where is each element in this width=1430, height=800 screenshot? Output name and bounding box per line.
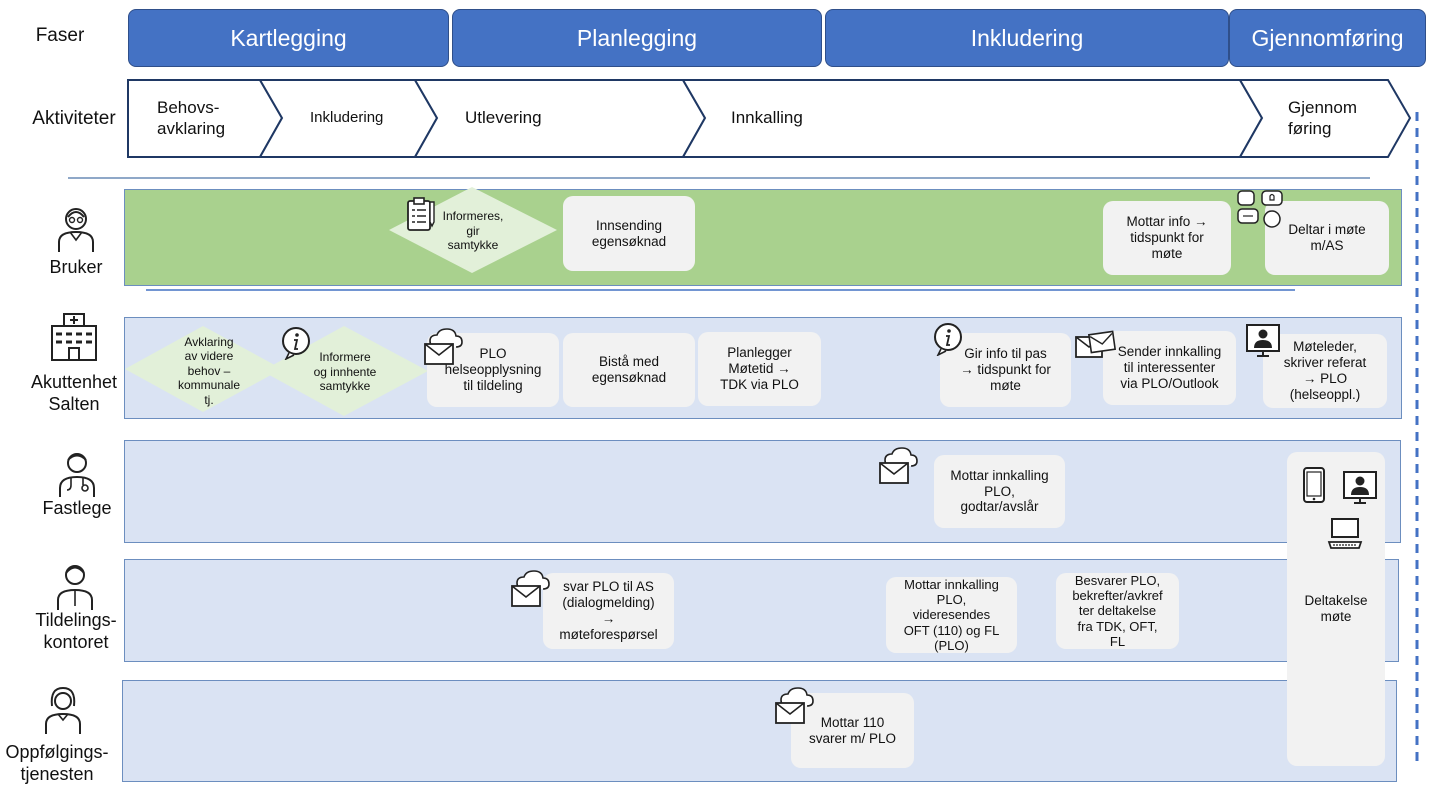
person-icon: [58, 208, 94, 252]
akutt-diamond-1-text: Avklaring av videre behov – kommunale tj…: [177, 335, 241, 407]
info-icon: [934, 323, 962, 356]
activity-utlevering: Utlevering: [465, 108, 542, 128]
nurse-icon: [45, 686, 81, 734]
phase-inkludering: Inkludering: [825, 9, 1229, 67]
bruker-box-deltar-mote: Deltar i møte m/AS: [1265, 201, 1389, 275]
bruker-box-innsending: Innsending egensøknad: [563, 196, 695, 271]
phase-kartlegging: Kartlegging: [128, 9, 449, 67]
activity-gjennomforing: Gjennom føring: [1288, 97, 1357, 138]
mail-cloud-icon: [424, 328, 463, 365]
office-worker-icon: [57, 565, 93, 610]
activities-row-label: Aktiviteter: [32, 108, 116, 129]
lane-label-bruker: Bruker: [49, 257, 103, 277]
phase-planlegging: Planlegging: [452, 9, 822, 67]
lane-fastlege: [124, 440, 1401, 543]
phases-row-label: Faser: [35, 25, 85, 46]
bruker-diamond-text: Informeres, gir samtykke: [442, 209, 504, 253]
tildeling-box-mottar: Mottar innkalling PLO, videresendes OFT …: [886, 577, 1017, 653]
ideas-icon: [1237, 190, 1283, 228]
lane-label-akuttenhet: Akuttenhet Salten: [30, 372, 118, 414]
akutt-box-sender: Sender innkalling til interessenter via …: [1103, 331, 1236, 405]
chevron-gjennomforing: [1238, 79, 1412, 158]
lane-label-oppfolging: Oppfølgings- tjenesten: [5, 742, 109, 784]
bruker-box-mottar-info: Mottar info → tidspunkt for møte: [1103, 201, 1231, 275]
tablet-icon: [1303, 467, 1325, 503]
mail-cloud-icon: [775, 687, 814, 724]
activity-behovsavklaring: Behovs- avklaring: [157, 97, 226, 138]
lane-label-fastlege: Fastlege: [42, 498, 112, 518]
akutt-diamond-2-text: Informere og innhente samtykke: [313, 350, 377, 394]
info-icon: [282, 327, 310, 360]
computer-user-icon: [1343, 471, 1377, 504]
tildeling-box-svar: svar PLO til AS (dialogmelding) → møtefo…: [543, 573, 674, 649]
diamond-akutt-1: [125, 326, 282, 412]
meeting-column: Deltakelse møte: [1287, 452, 1385, 766]
computer-user-icon: [1246, 324, 1280, 357]
akutt-box-planlegger: Planlegger Møtetid → TDK via PLO: [698, 332, 821, 406]
akutt-box-gir-info: Gir info til pas → tidspunkt for møte: [940, 333, 1071, 407]
hospital-icon: [51, 313, 97, 361]
akutt-box-bista: Bistå med egensøknad: [563, 333, 695, 407]
laptop-icon: [1327, 518, 1363, 549]
mail-icon: [1075, 330, 1116, 358]
activity-inkludering: Inkludering: [310, 108, 384, 126]
lane-tildeling: [124, 559, 1399, 662]
akutt-box-moteleder: Møteleder, skriver referat → PLO (helseo…: [1263, 334, 1387, 408]
tildeling-box-besvarer: Besvarer PLO, bekrefter/avkref ter delta…: [1056, 573, 1179, 649]
clipboard-icon: [407, 197, 435, 231]
mail-cloud-icon: [511, 570, 550, 607]
doctor-icon: [59, 453, 95, 497]
meeting-label: Deltakelse møte: [1304, 593, 1368, 624]
mail-cloud-icon: [879, 447, 918, 484]
lane-label-tildeling: Tildelings- kontoret: [35, 610, 117, 652]
fastlege-box-mottar: Mottar innkalling PLO, godtar/avslår: [934, 455, 1065, 528]
activity-innkalling: Innkalling: [731, 108, 803, 128]
lane-oppfolging: [122, 680, 1397, 782]
phase-gjennomforing: Gjennomføring: [1229, 9, 1426, 67]
oppfolging-box-mottar: Mottar 110 svarer m/ PLO: [791, 693, 914, 768]
